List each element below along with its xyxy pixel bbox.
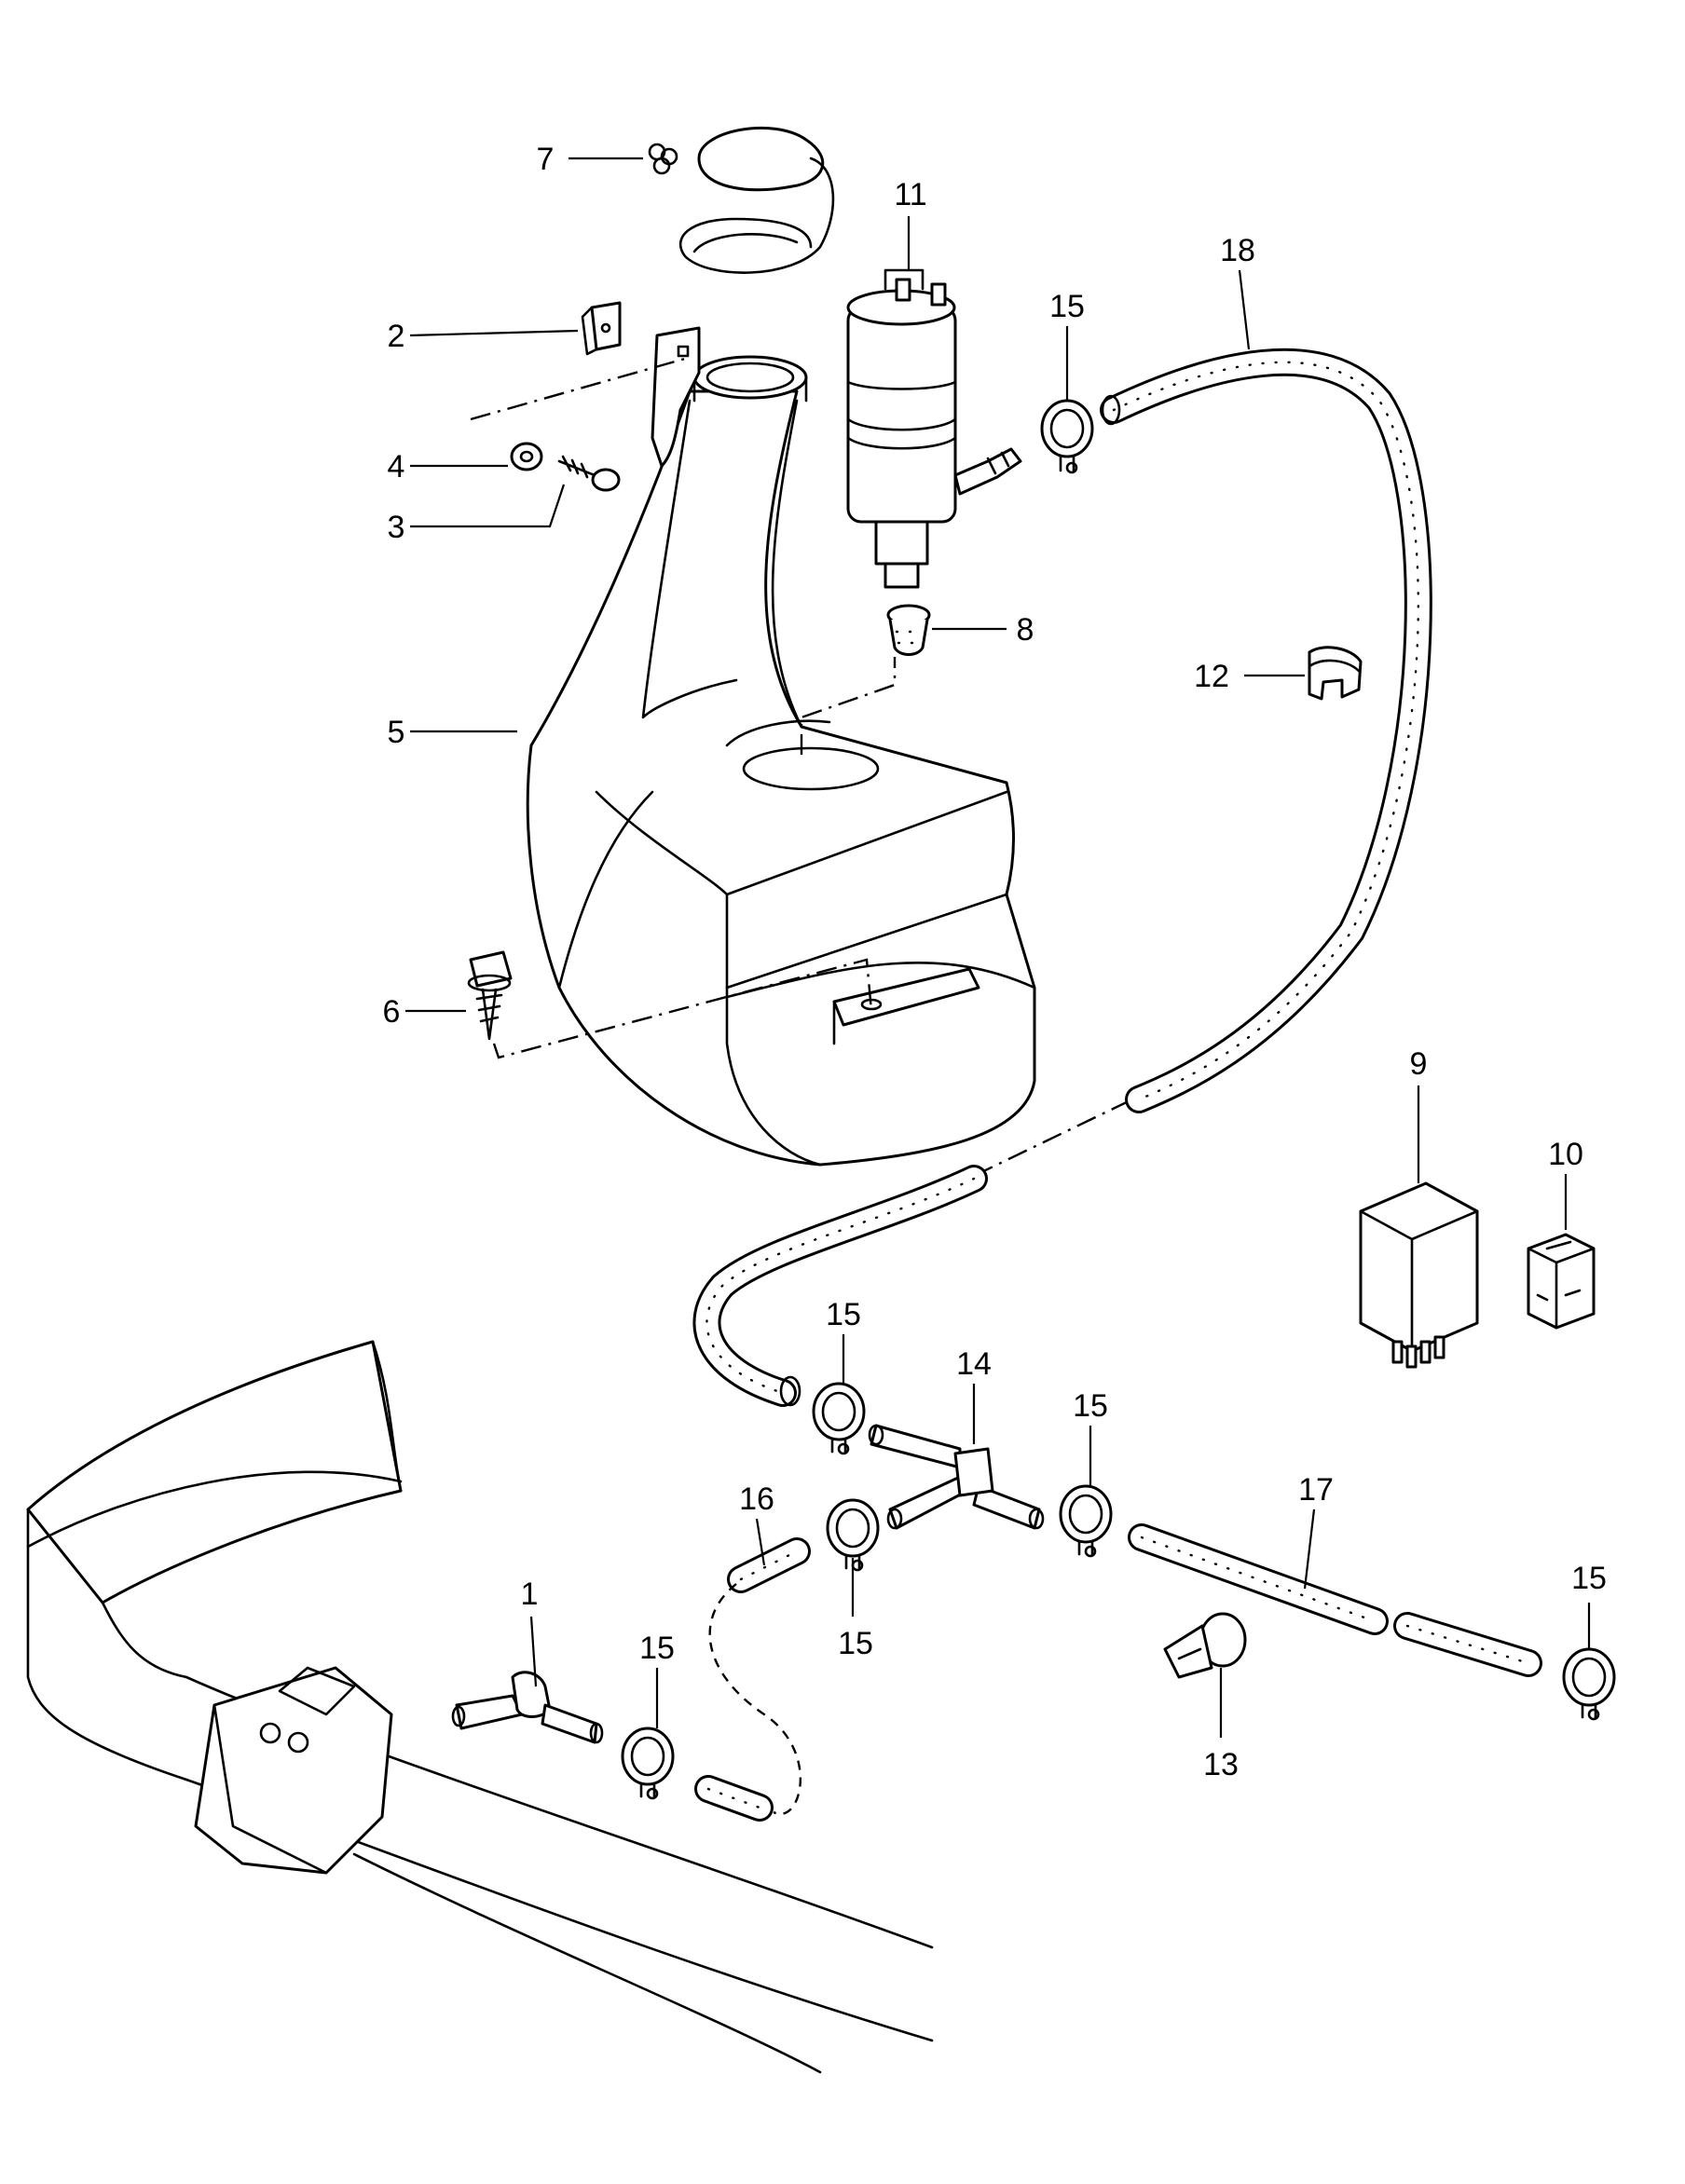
part-label-15f: 15 <box>1571 1561 1607 1596</box>
reservoir-cap <box>648 126 835 274</box>
part-label-14: 14 <box>956 1346 992 1382</box>
grommet-8 <box>886 604 931 656</box>
part-label-2: 2 <box>388 319 405 354</box>
hose-16 <box>694 1537 811 1822</box>
washer-pump <box>846 268 1022 589</box>
part-label-18: 17 <box>1298 1472 1334 1508</box>
part-label-15e: 15 <box>639 1631 675 1666</box>
clip-12 <box>1308 646 1363 701</box>
clamp-15d <box>1059 1484 1113 1558</box>
clamp-15f <box>1562 1647 1616 1721</box>
part-label-7: 7 <box>537 142 555 177</box>
part-label-15b: 15 <box>826 1297 861 1332</box>
screw-6 <box>467 950 513 1041</box>
clip-13 <box>1163 1612 1247 1679</box>
clip-2 <box>581 301 622 356</box>
leader-lines <box>405 157 1591 1738</box>
assembly-line-grommet <box>800 657 897 755</box>
washer-reservoir <box>526 326 1036 1167</box>
part-labels: 7 2 4 3 5 6 8 11 15 18 12 9 10 15 14 15 … <box>383 142 1607 1782</box>
bumper <box>26 1340 934 2074</box>
part-label-11: 11 <box>894 177 926 212</box>
part-label-16: 16 <box>739 1481 774 1517</box>
assembly-line-hose <box>973 1098 1133 1178</box>
part-label-3: 3 <box>388 510 405 545</box>
washer-4 <box>510 442 543 471</box>
part-label-9: 9 <box>1410 1046 1428 1082</box>
connector-1 <box>451 1671 604 1744</box>
t-piece-14 <box>868 1424 1045 1530</box>
assembly-line-screw6 <box>492 958 873 1059</box>
screw-3 <box>557 455 621 492</box>
part-label-13: 13 <box>1203 1747 1239 1782</box>
part-label-10: 10 <box>1548 1137 1583 1172</box>
part-label-15d: 15 <box>1073 1388 1108 1424</box>
hose-18 <box>1128 1523 1542 1677</box>
part-label-5: 5 <box>388 715 405 750</box>
clamp-15b <box>812 1382 866 1455</box>
part-label-12: 12 <box>1194 659 1229 694</box>
hose-17 <box>1100 348 1432 1113</box>
part-label-6: 6 <box>383 994 401 1030</box>
part-label-4: 4 <box>388 449 405 485</box>
part-label-8: 8 <box>1017 612 1034 648</box>
clamp-15a <box>1040 399 1094 474</box>
part-label-15c: 15 <box>838 1626 873 1661</box>
clamp-15e <box>621 1727 675 1800</box>
relay-10 <box>1527 1233 1596 1330</box>
part-label-17: 18 <box>1220 233 1255 268</box>
clamp-15c <box>826 1498 880 1572</box>
relay-9 <box>1359 1181 1479 1369</box>
hose-lower <box>692 1165 988 1407</box>
part-label-15a: 15 <box>1049 289 1085 324</box>
part-label-1: 1 <box>521 1577 539 1612</box>
